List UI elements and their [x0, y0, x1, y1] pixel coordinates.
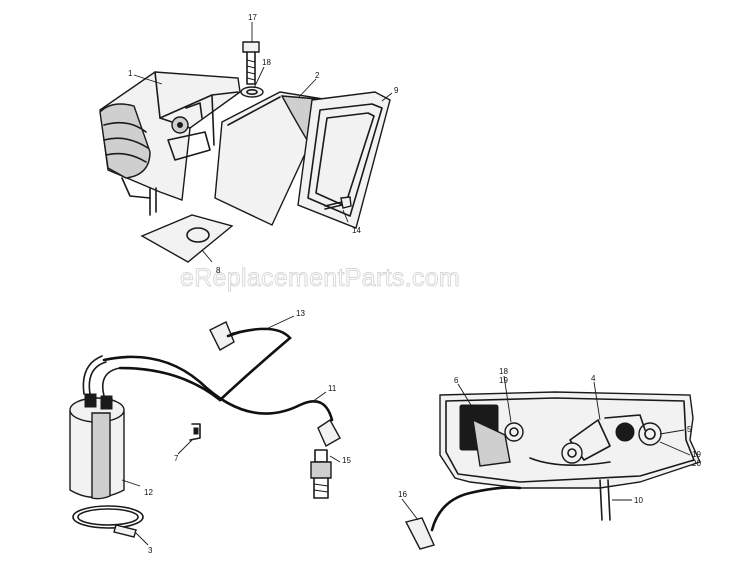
high-tension-lead-short — [118, 327, 292, 402]
condenser-lead — [404, 486, 522, 550]
callout-20: 20 — [692, 459, 701, 468]
screw — [324, 196, 352, 210]
callout-14: 14 — [352, 226, 361, 235]
callout-10: 10 — [634, 496, 643, 505]
breaker-box-housing — [99, 71, 241, 216]
breaker-cover — [297, 91, 391, 229]
callout-12: 12 — [144, 488, 153, 497]
callout-5: 5 — [687, 425, 692, 434]
spark-plug — [310, 449, 332, 499]
callout-7: 7 — [174, 454, 179, 463]
callout-numbers: 17 18 1 2 9 14 8 13 11 7 15 12 3 6 18 19… — [128, 13, 701, 555]
callout-4: 4 — [591, 374, 596, 383]
callout-18-lower: 18 — [499, 367, 508, 376]
base-gasket — [140, 214, 234, 263]
callout-13: 13 — [296, 309, 305, 318]
watermark: eReplacementParts.com — [180, 264, 460, 292]
callout-15: 15 — [342, 456, 351, 465]
callout-3: 3 — [148, 546, 153, 555]
callout-16: 16 — [398, 490, 407, 499]
spark-plug-terminal-top — [209, 321, 242, 351]
callout-9: 9 — [394, 86, 399, 95]
spark-plug-terminal-bottom — [317, 418, 341, 447]
callout-18: 18 — [262, 58, 271, 67]
callout-8: 8 — [216, 266, 221, 275]
callout-11: 11 — [328, 384, 337, 393]
callout-17: 17 — [248, 13, 257, 22]
cover-bolt — [242, 41, 260, 85]
callout-19-upper: 19 — [499, 376, 508, 385]
washer — [240, 86, 264, 98]
callout-6: 6 — [454, 376, 459, 385]
high-tension-lead-long — [102, 355, 334, 422]
breaker-plate-assembly — [439, 391, 701, 521]
callout-2: 2 — [315, 71, 320, 80]
clip — [189, 423, 201, 441]
callout-19-lower: 19 — [692, 450, 701, 459]
leader-lines — [121, 22, 691, 546]
ignition-coil — [69, 355, 125, 500]
callout-1: 1 — [128, 69, 133, 78]
hose-clamp — [72, 505, 144, 538]
